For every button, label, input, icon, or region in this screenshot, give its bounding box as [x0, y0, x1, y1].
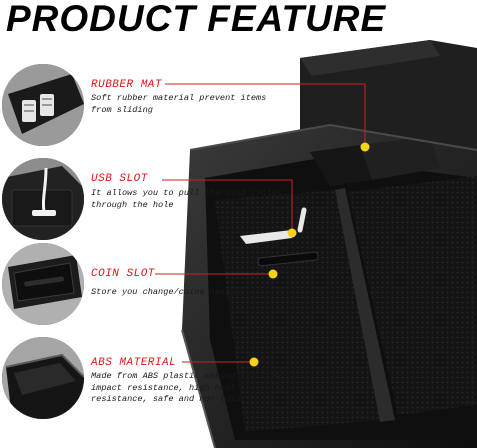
- feature-desc-coin-slot: Store you change/coins neatly: [91, 287, 241, 297]
- callout-dot-coin-slot: [268, 269, 278, 279]
- feature-title-rubber-mat: RUBBER MAT: [91, 79, 163, 91]
- feature-title-coin-slot: COIN SLOT: [91, 268, 155, 280]
- feature-desc-rubber-mat: Soft rubber material prevent items from …: [91, 93, 267, 115]
- callout-dot-abs-material: [249, 357, 259, 367]
- feature-desc-usb-slot: It allows you to pull charging cables th…: [91, 188, 282, 210]
- callout-dot-usb-slot: [287, 228, 297, 238]
- coin-slot-thumbnail: [2, 243, 84, 325]
- page-title: PRODUCT FEATURE: [6, 0, 387, 39]
- feature-title-abs-material: ABS MATERIAL: [91, 357, 177, 369]
- coin-slot-closeup-icon: [2, 243, 84, 325]
- abs-material-thumbnail: [2, 337, 84, 419]
- abs-material-closeup-icon: [2, 337, 84, 419]
- rubber-mat-closeup-icon: [2, 64, 84, 146]
- usb-slot-closeup-icon: [2, 158, 84, 240]
- feature-desc-abs-material: Made from ABS plastic making the tray im…: [91, 371, 282, 404]
- usb-slot-thumbnail: [2, 158, 84, 240]
- callout-dot-rubber-mat: [360, 142, 370, 152]
- rubber-mat-thumbnail: [2, 64, 84, 146]
- feature-title-usb-slot: USB SLOT: [91, 173, 148, 185]
